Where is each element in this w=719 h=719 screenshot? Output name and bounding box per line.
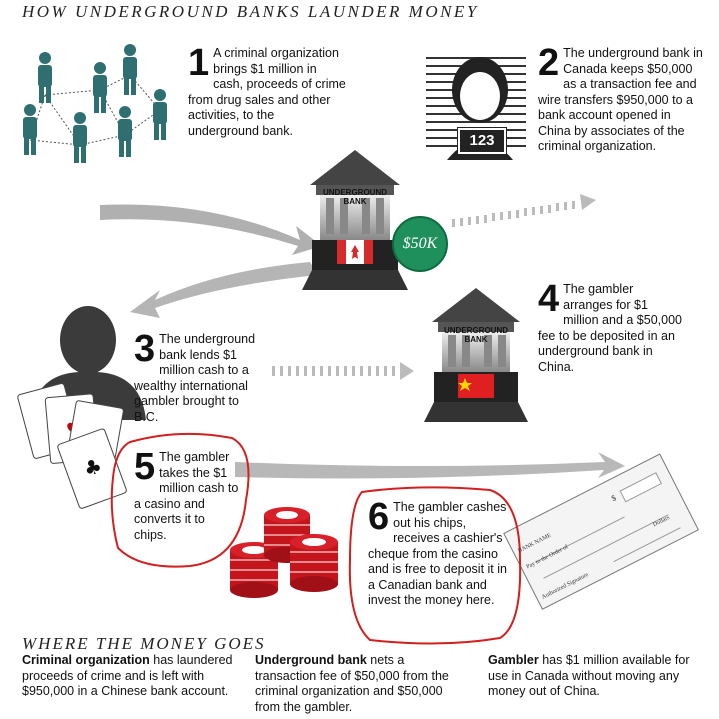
- step-text: The underground bank lends $1 million ca…: [134, 332, 256, 424]
- summary-label: Gambler: [488, 653, 539, 667]
- china-bank-icon: [424, 288, 528, 422]
- infographic-title: HOW UNDERGROUND BANKS LAUNDER MONEY: [22, 2, 479, 21]
- canada-bank-icon: [302, 150, 408, 290]
- step-text: The gambler takes the $1 million cash to…: [134, 450, 239, 542]
- step-number: 5: [134, 446, 156, 488]
- criminal-organization-icon: [23, 44, 167, 163]
- step-number: 3: [134, 328, 156, 370]
- summary-bank: Underground bank nets a transaction fee …: [255, 653, 460, 715]
- step-6-highlight: [348, 486, 522, 645]
- step-number: 4: [538, 278, 560, 320]
- canada-bank-label: UNDERGROUND BANK: [323, 188, 387, 206]
- gambler-to-china-arrow: [272, 362, 414, 380]
- summary-criminal: Criminal organization has laundered proc…: [22, 653, 237, 700]
- summary-text: has $1 million available for use in Cana…: [488, 653, 690, 698]
- arrow-to-cheque: [235, 452, 625, 479]
- summary-gambler: Gambler has $1 million available for use…: [488, 653, 698, 700]
- step-5-highlight: [110, 432, 250, 568]
- playing-cards-icon: ♦ ♥ ♠ ♣: [17, 383, 127, 509]
- step-number: 1: [188, 42, 210, 84]
- step-number: 6: [368, 496, 390, 538]
- summary-title: WHERE THE MONEY GOES: [22, 634, 266, 653]
- step-text: The gambler arranges for $1 million and …: [538, 282, 682, 374]
- mugshot-icon: [426, 57, 526, 160]
- china-bank-label: UNDERGROUND BANK: [444, 326, 508, 344]
- wire-transfer-arrow: [452, 194, 596, 227]
- summary-label: Criminal organization: [22, 653, 150, 667]
- step-text: A criminal organization brings $1 millio…: [188, 46, 346, 138]
- step-text: The underground bank in Canada keeps $50…: [538, 46, 703, 153]
- fee-bubble: $50K: [392, 216, 448, 272]
- cashiers-cheque-icon: [503, 453, 700, 610]
- summary-label: Underground bank: [255, 653, 367, 667]
- mugshot-number-badge: 123: [457, 127, 507, 155]
- summary-text: nets a transaction fee of $50,000 from t…: [255, 653, 449, 714]
- casino-chips-icon: [230, 507, 338, 598]
- cheque-dollars: Dollars: [652, 514, 671, 529]
- summary-text: has laundered proceeds of crime and is l…: [22, 653, 233, 698]
- arrow-to-gambler: [130, 262, 318, 318]
- cheque-bank-name: BANK NAME: [517, 532, 553, 555]
- step-number: 2: [538, 42, 560, 84]
- arrow-to-bank: [100, 204, 322, 255]
- cheque-dollar-sign: $: [609, 493, 618, 504]
- step-text: The gambler cashes out his chips, receiv…: [368, 500, 507, 607]
